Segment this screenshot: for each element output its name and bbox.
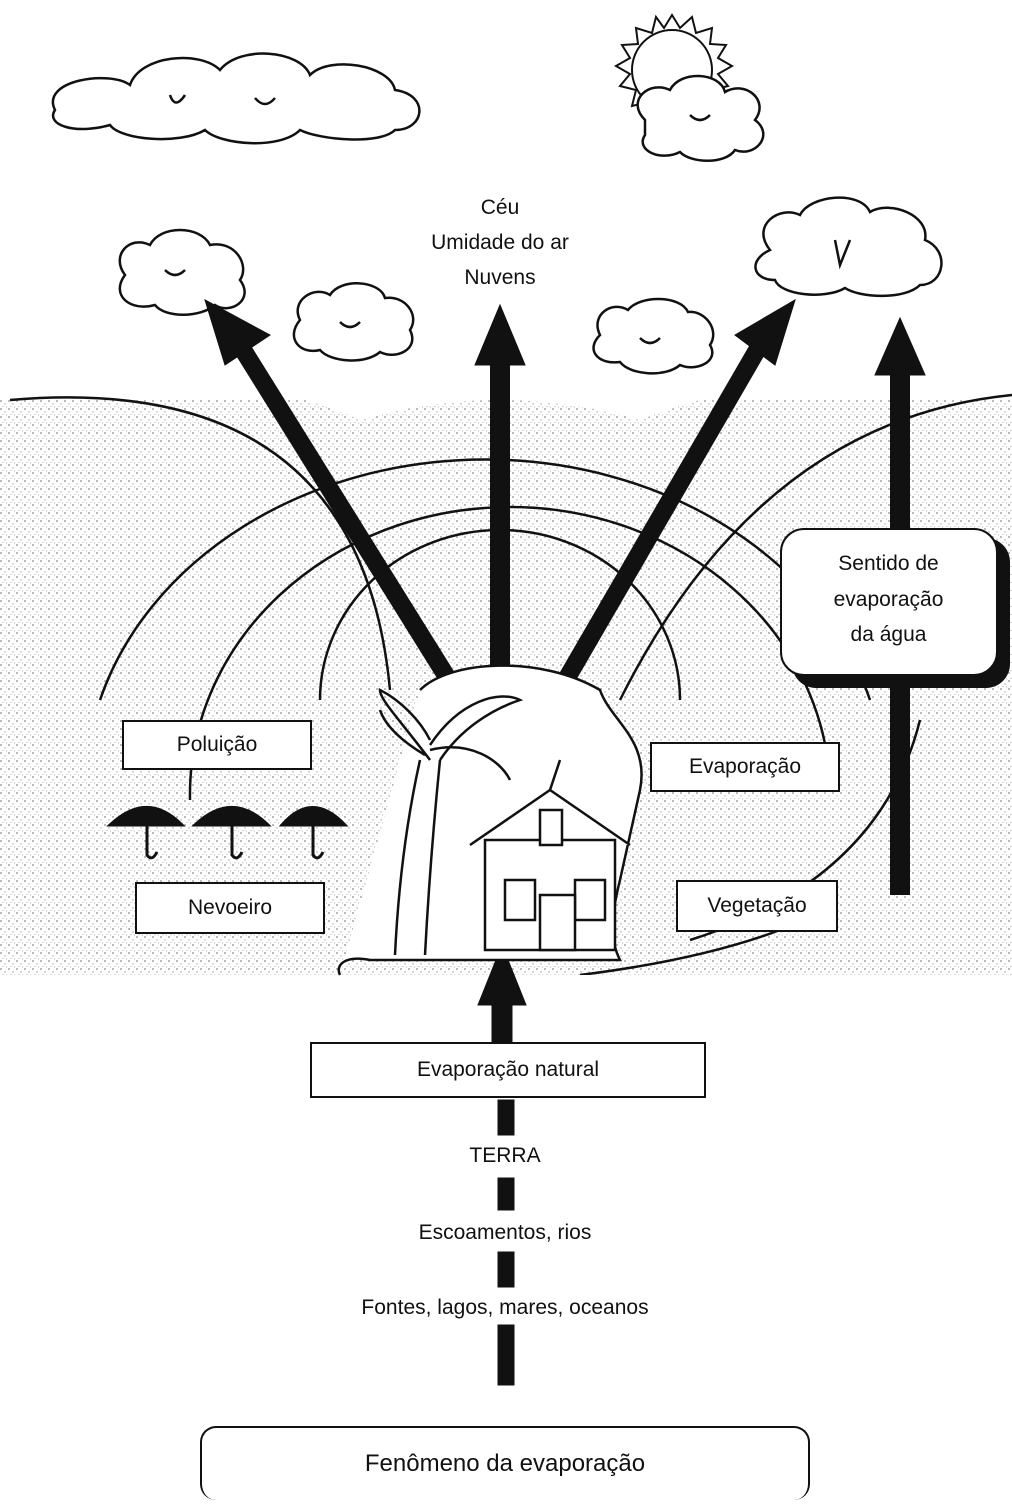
palm-tree-icon [378, 687, 524, 956]
sources-label: Fontes, lagos, mares, oceanos [320, 1295, 690, 1321]
house-icon [337, 664, 643, 976]
earth-label: TERRA [440, 1143, 570, 1169]
sky-label-line3: Nuvens [464, 266, 536, 289]
sky-label-line2: Umidade do ar [431, 231, 569, 254]
direction-box-line3: da água [850, 623, 927, 646]
umbrella-icon [106, 806, 349, 860]
caption-box: Fenômeno da evaporação [200, 1426, 810, 1500]
vegetation-box: Vegetação [676, 880, 838, 932]
natural-evaporation-box: Evaporação natural [310, 1042, 706, 1098]
cloud-icon [592, 297, 715, 375]
runoff-label: Escoamentos, rios [380, 1220, 630, 1246]
pollution-box: Poluição [122, 720, 312, 770]
cloud-icon [292, 282, 415, 362]
cloud-icon [636, 74, 765, 162]
sky-label-line1: Céu [480, 196, 520, 219]
cloud-icon [118, 228, 246, 316]
cloud-icon [51, 52, 421, 145]
direction-box: Sentido de evaporação da água [780, 528, 998, 676]
fog-box: Nevoeiro [135, 882, 325, 934]
direction-box-line1: Sentido de [838, 552, 939, 575]
caption-text: Fenômeno da evaporação [364, 1450, 646, 1477]
evaporation-box: Evaporação [650, 742, 840, 792]
direction-box-line2: evaporação [833, 588, 944, 611]
cloud-icon [754, 196, 943, 298]
